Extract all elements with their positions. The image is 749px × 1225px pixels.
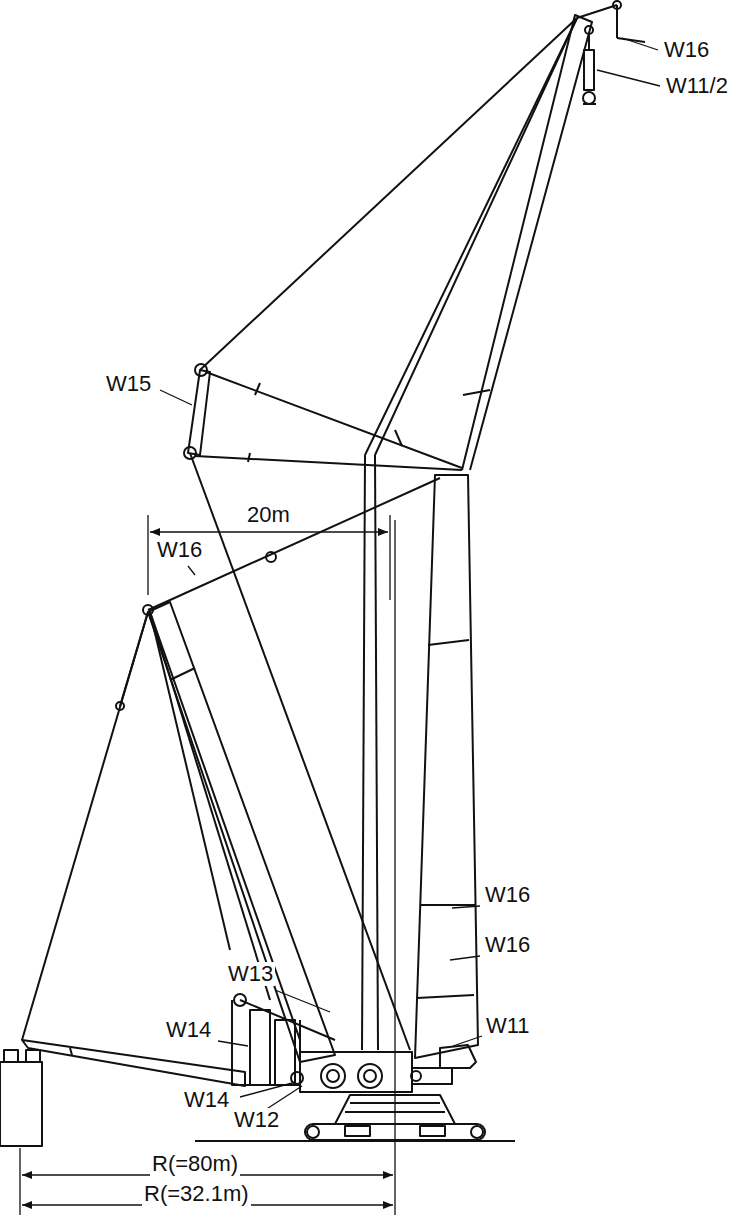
superlift-counterweight bbox=[0, 1040, 245, 1146]
strut bbox=[184, 364, 462, 1050]
part-label: W14 bbox=[164, 1018, 213, 1042]
part-label: W11 bbox=[484, 1014, 532, 1038]
part-label: W11/2 bbox=[664, 74, 730, 98]
dimension-label: R(=80m) bbox=[150, 1152, 240, 1176]
hook-block bbox=[577, 1, 645, 104]
leader-lines bbox=[160, 38, 660, 1112]
dimension-label: 20m bbox=[245, 503, 292, 527]
dimension-lines bbox=[20, 515, 395, 1215]
part-label: W16 bbox=[483, 883, 532, 907]
part-label: W15 bbox=[104, 372, 153, 396]
part-label: W16 bbox=[155, 538, 204, 562]
part-label: W16 bbox=[483, 933, 532, 957]
part-label: W16 bbox=[662, 38, 711, 62]
main-boom bbox=[415, 475, 478, 1058]
part-label: W12 bbox=[232, 1108, 281, 1132]
part-label: W13 bbox=[226, 962, 275, 986]
part-label: W14 bbox=[182, 1088, 231, 1112]
dimension-label: R(=32.1m) bbox=[142, 1182, 251, 1206]
